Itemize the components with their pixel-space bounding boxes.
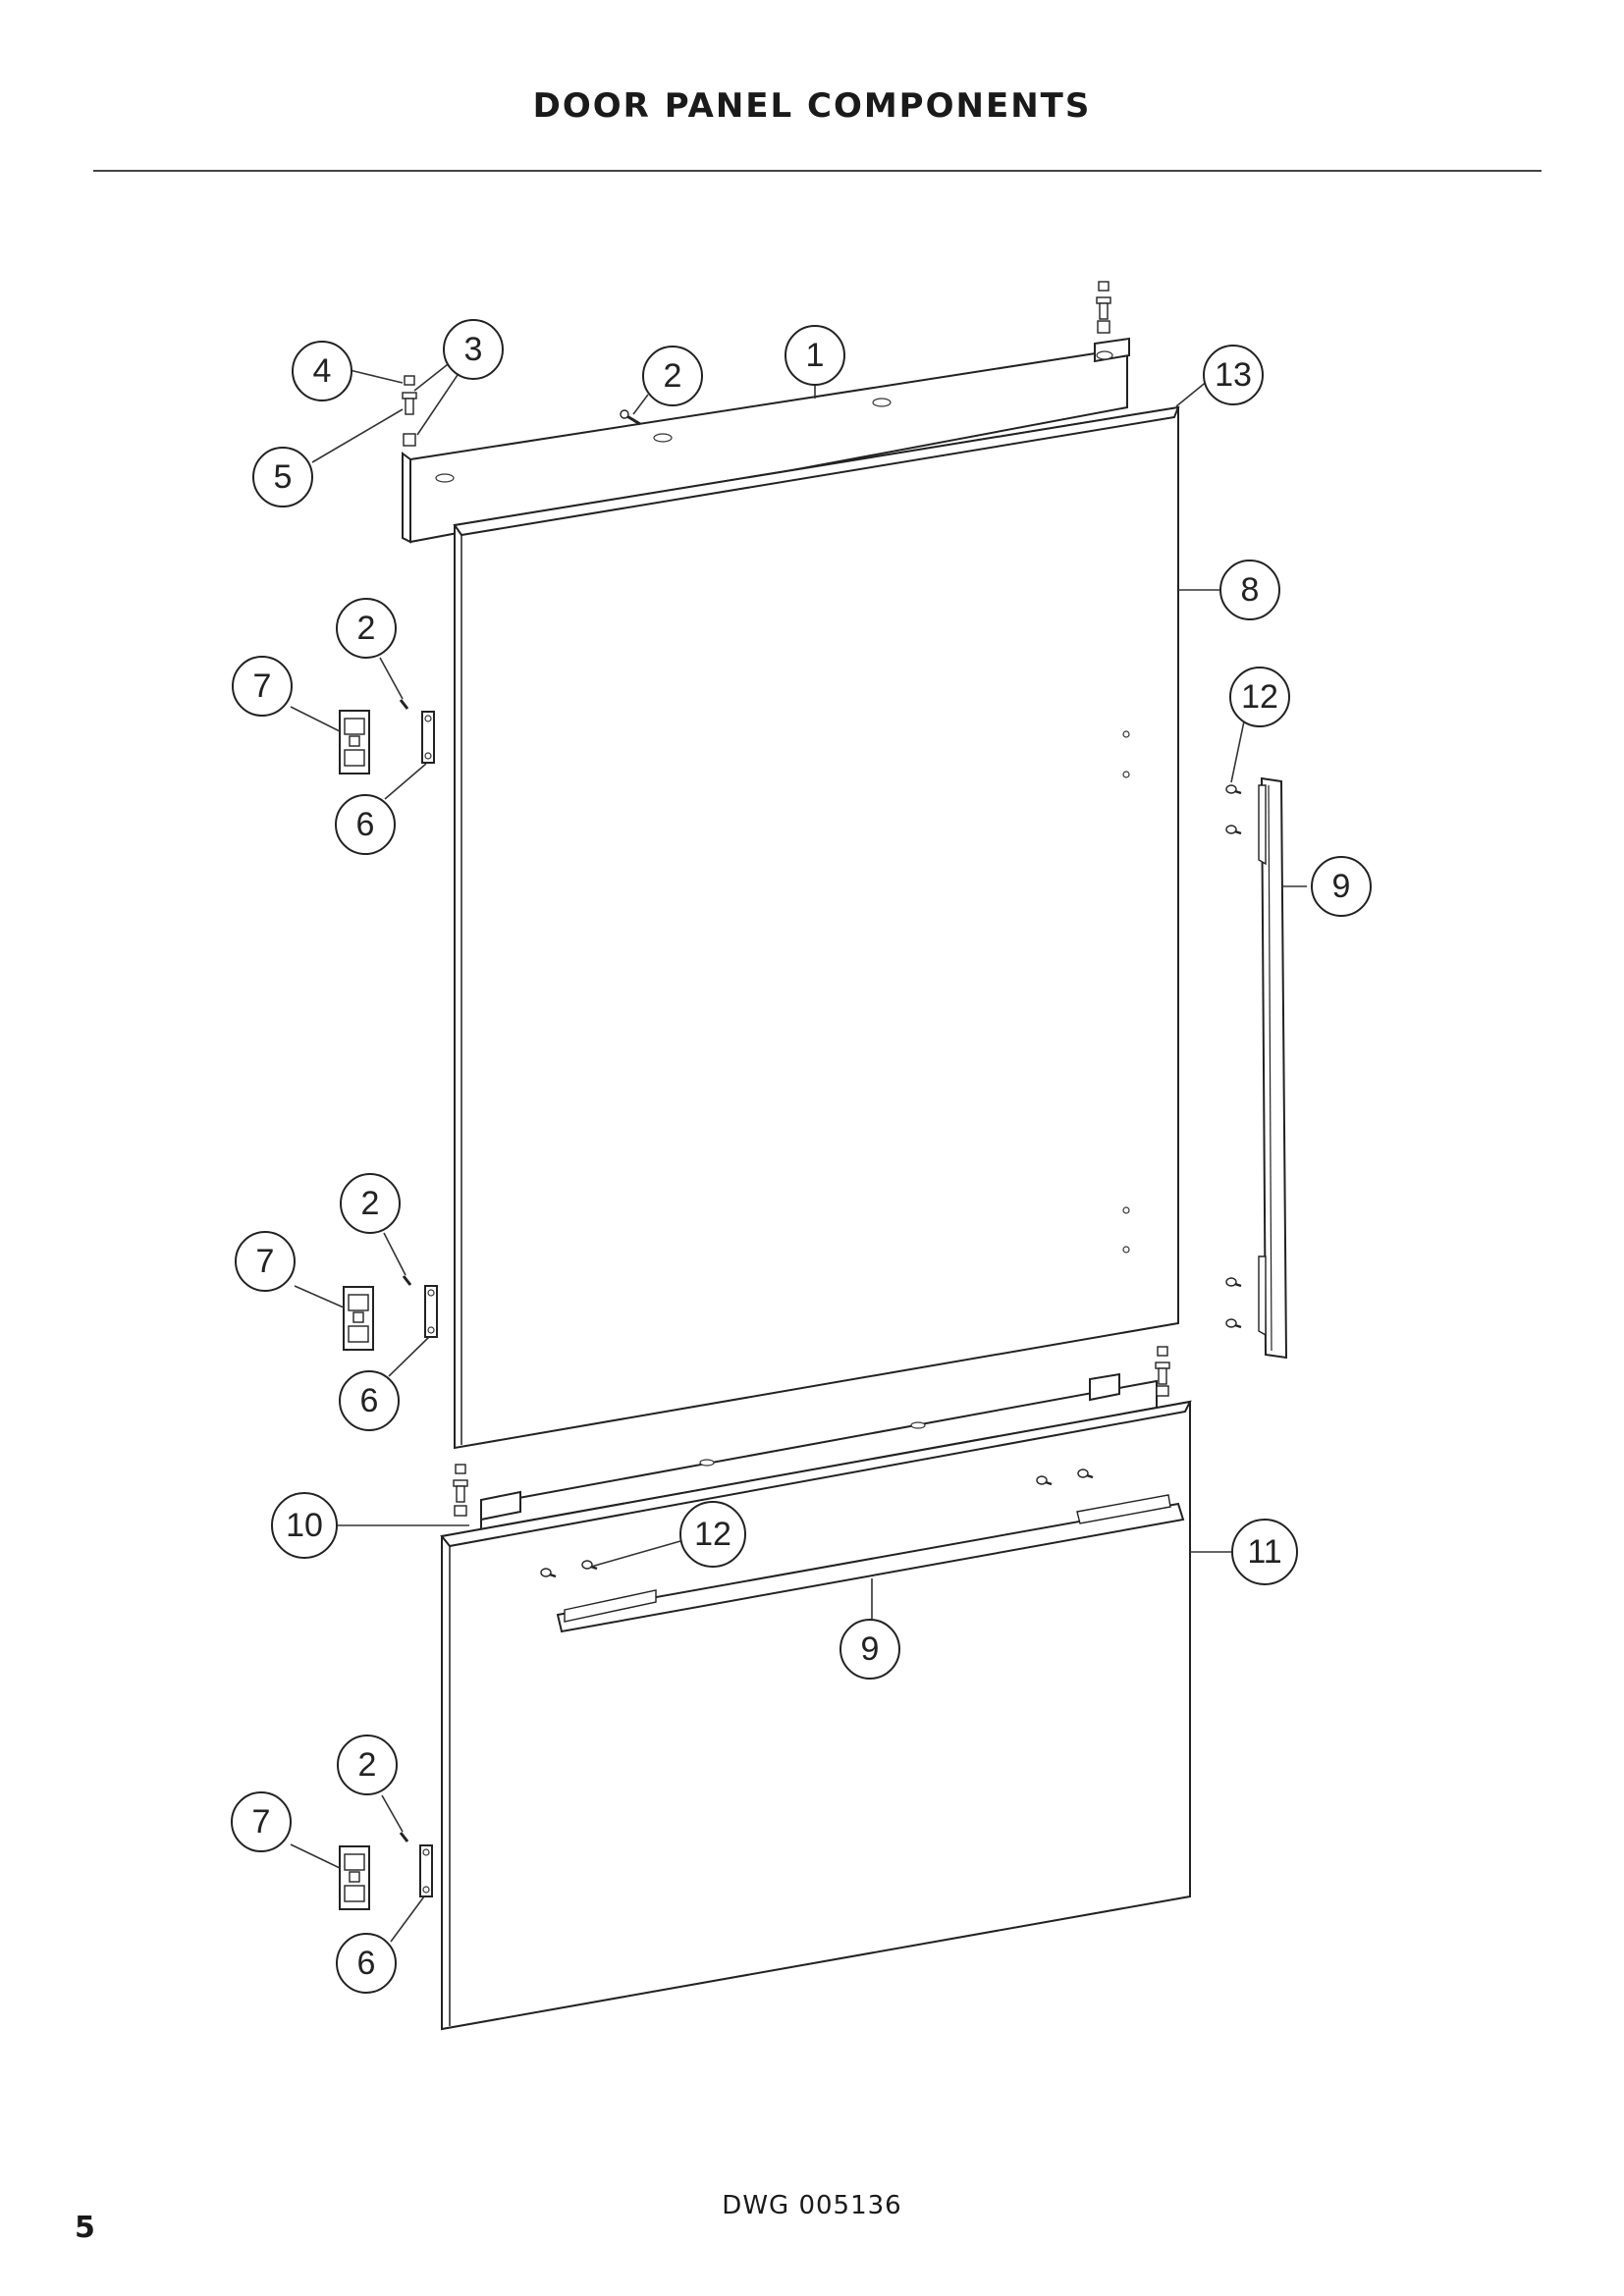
svg-text:4: 4: [313, 352, 332, 390]
vertical-handle-part-9: [1258, 776, 1288, 1360]
top-bracket-part-1: [402, 337, 1130, 544]
hinge-set-lower: [339, 1832, 433, 1910]
callout-4: 4: [292, 341, 352, 401]
svg-text:3: 3: [464, 331, 483, 368]
svg-text:6: 6: [356, 806, 375, 843]
svg-text:5: 5: [274, 458, 293, 496]
callout-7-middle: 7: [235, 1231, 296, 1292]
svg-text:2: 2: [664, 357, 682, 395]
callout-9-vertical: 9: [1311, 856, 1372, 917]
drawer-panel-part-11: [440, 1400, 1192, 2031]
svg-text:11: 11: [1247, 1533, 1281, 1571]
callout-8: 8: [1219, 560, 1280, 620]
page-number: 5: [75, 2211, 95, 2245]
callout-12-upper: 12: [1229, 667, 1290, 727]
handle-screws-upper: [1225, 784, 1242, 1329]
drawer-handle-screws: [540, 1468, 1094, 1578]
callout-7-lower: 7: [231, 1791, 292, 1852]
drawing-number: DWG 005136: [722, 2191, 902, 2220]
svg-text:6: 6: [360, 1382, 379, 1419]
svg-text:9: 9: [1332, 868, 1351, 905]
svg-text:12: 12: [694, 1516, 731, 1553]
callout-2-lower-hinge: 2: [337, 1735, 398, 1795]
svg-text:6: 6: [357, 1945, 376, 1982]
title-rule: [93, 170, 1542, 172]
svg-text:10: 10: [286, 1507, 323, 1544]
callout-6-middle: 6: [339, 1370, 400, 1431]
callout-2-middle-hinge: 2: [340, 1173, 401, 1234]
svg-text:2: 2: [357, 610, 376, 647]
svg-text:7: 7: [252, 1803, 271, 1841]
horizontal-handle-part-9: [556, 1494, 1185, 1633]
callout-7-upper: 7: [232, 656, 293, 717]
top-left-fastener-stack: [402, 375, 417, 447]
callout-9-horizontal: 9: [839, 1619, 900, 1680]
svg-text:13: 13: [1215, 356, 1252, 394]
hinge-set-middle: [343, 1275, 438, 1351]
callout-13: 13: [1203, 345, 1264, 405]
callout-12-lower: 12: [679, 1501, 746, 1568]
lower-bracket-fasteners: [453, 1346, 1170, 1517]
svg-text:7: 7: [253, 667, 272, 705]
svg-text:7: 7: [256, 1243, 275, 1280]
callout-3: 3: [443, 319, 504, 380]
callout-11: 11: [1231, 1519, 1298, 1585]
callout-10: 10: [271, 1492, 338, 1559]
page-title: DOOR PANEL COMPONENTS: [532, 86, 1092, 126]
top-door-panel-part-8: [453, 405, 1180, 1450]
hinge-set-upper: [339, 699, 435, 774]
svg-text:12: 12: [1241, 678, 1278, 716]
callout-2-bracket: 2: [642, 346, 703, 406]
svg-text:2: 2: [361, 1185, 380, 1222]
svg-text:9: 9: [861, 1630, 880, 1668]
leader-lines: [290, 360, 1307, 1943]
top-right-fastener-stack: [1096, 281, 1111, 334]
callout-2-upper-hinge: 2: [336, 598, 397, 659]
callout-5: 5: [252, 447, 313, 507]
svg-text:1: 1: [806, 337, 825, 374]
svg-text:2: 2: [358, 1746, 377, 1784]
svg-text:8: 8: [1241, 571, 1260, 609]
callout-6-lower: 6: [336, 1933, 397, 1994]
bracket-screw-part-2: [620, 409, 641, 426]
callout-1: 1: [785, 325, 845, 386]
callout-6-upper: 6: [335, 794, 396, 855]
